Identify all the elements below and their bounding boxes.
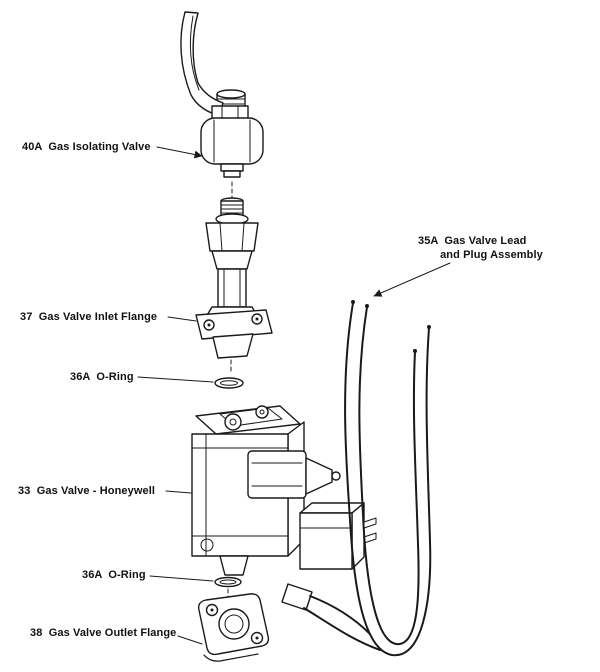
part-inlet-pipe-union [205,197,259,318]
leader-38 [177,635,203,645]
leader-33 [165,490,192,494]
leader-40a [156,146,203,159]
leader-37 [167,316,197,322]
label-gas-isolating-valve: 40A Gas Isolating Valve [22,141,151,153]
label-gas-valve-lead-plug-assembly: 35A Gas Valve Lead and Plug Assembly [418,235,543,261]
part-gas-valve-honeywell [191,405,377,576]
part-outlet-flange [197,593,270,662]
part-o-ring-lower [214,576,242,599]
label-o-ring-lower: 36A O-Ring [82,569,146,581]
label-gas-valve-honeywell: 33 Gas Valve - Honeywell [18,485,156,497]
label-o-ring-upper: 36A O-Ring [70,371,134,383]
leader-36a-lower [149,575,214,582]
part-lead-plug-assembly [281,300,432,657]
leader-lines [137,146,451,645]
leader-36a-upper [137,376,214,383]
part-gas-isolating-valve [180,11,264,206]
part-o-ring-upper [214,377,244,389]
leader-35a [373,262,451,297]
part-inlet-flange [195,309,273,372]
label-gas-valve-inlet-flange: 37 Gas Valve Inlet Flange [20,311,158,323]
label-gas-valve-outlet-flange: 38 Gas Valve Outlet Flange [30,627,177,639]
